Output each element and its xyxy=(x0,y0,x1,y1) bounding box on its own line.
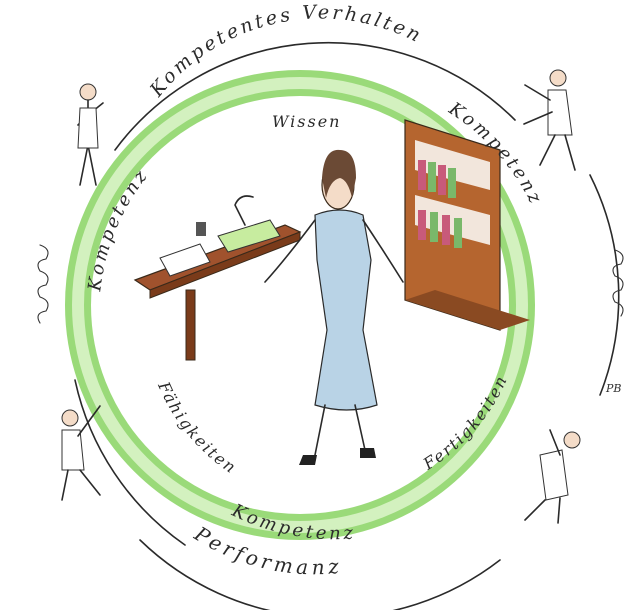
competence-ring-highlight xyxy=(72,77,528,533)
figure-bottom-left xyxy=(61,405,101,501)
outer-arc-right xyxy=(589,174,620,396)
outer-arc-bottom xyxy=(139,539,501,610)
spiral-right xyxy=(612,249,624,317)
spiral-left xyxy=(37,244,49,324)
signature: PB xyxy=(605,382,622,395)
desk-lamp xyxy=(234,195,254,226)
figure-top-right xyxy=(523,69,576,171)
label-faehigkeiten: Fähigkeiten xyxy=(154,378,241,478)
woman-figure xyxy=(264,149,404,465)
bookshelf xyxy=(404,119,530,331)
desk xyxy=(133,195,302,361)
figure-top-left xyxy=(77,83,104,186)
figure-bottom-right xyxy=(524,429,581,524)
label-wissen: Wissen xyxy=(272,112,341,131)
outer-arc-top xyxy=(114,41,516,151)
outer-arc-left xyxy=(74,379,186,546)
